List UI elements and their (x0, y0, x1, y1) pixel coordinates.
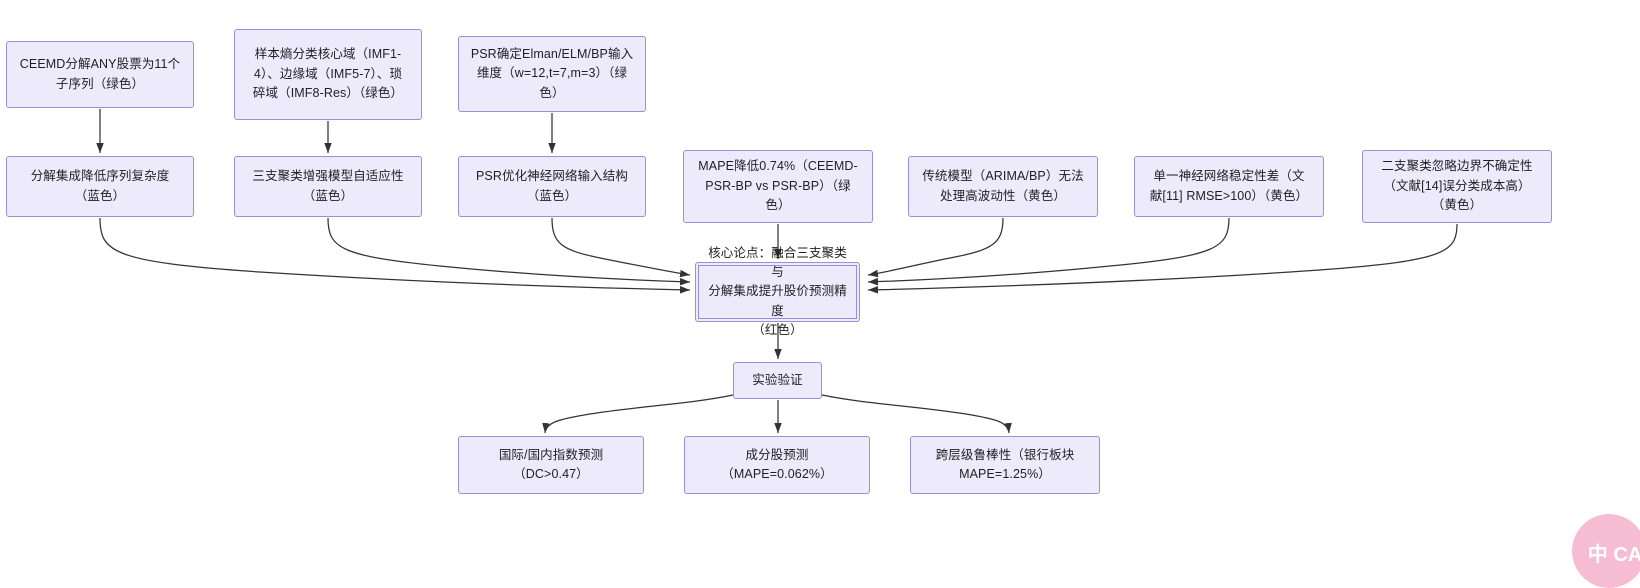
node-label: 三支聚类增强模型自适应性 （蓝色） (252, 169, 404, 203)
node-label: 分解集成降低序列复杂度 （蓝色） (30, 169, 170, 203)
node-label: 传统模型（ARIMA/BP）无法 处理高波动性（黄色） (922, 169, 1084, 203)
node-traditional-model-limitation[interactable]: 传统模型（ARIMA/BP）无法 处理高波动性（黄色） (908, 156, 1098, 217)
edge-n10-core (867, 223, 1458, 294)
node-label: 单一神经网络稳定性差（文 献[11] RMSE>100）（黄色） (1149, 169, 1309, 203)
edge-n4-core (99, 217, 691, 294)
edge-exp-o1 (542, 394, 734, 434)
watermark-text: 中 CA (1587, 544, 1640, 566)
edge-n8-core (867, 217, 1004, 278)
node-decomposition-reduces-complexity[interactable]: 分解集成降低序列复杂度 （蓝色） (6, 156, 194, 217)
node-label: 跨层级鲁棒性（银行板块 MAPE=1.25%） (935, 447, 1075, 481)
node-label: 核心论点：融合三支聚类与 分解集成提升股价预测精度 （红色） (708, 245, 847, 338)
watermark-badge: 中 CA (1572, 514, 1640, 588)
edge-n5-core (327, 217, 691, 286)
diagram-canvas: CEEMD分解ANY股票为11个 子序列（绿色） 样本熵分类核心域（IMF1- … (6, 29, 1640, 588)
node-mape-reduction-evidence[interactable]: MAPE降低0.74%（CEEMD- PSR-BP vs PSR-BP）（绿 色… (683, 150, 873, 223)
node-ceemd-decomposition[interactable]: CEEMD分解ANY股票为11个 子序列（绿色） (6, 41, 194, 108)
node-label: 样本熵分类核心域（IMF1- 4）、边缘域（IMF5-7）、琐 碎域（IMF8-… (252, 47, 404, 101)
node-sample-entropy-domains[interactable]: 样本熵分类核心域（IMF1- 4）、边缘域（IMF5-7）、琐 碎域（IMF8-… (234, 29, 422, 120)
edge-exp-o3 (821, 394, 1012, 434)
node-label: 成分股预测 （MAPE=0.062%） (721, 447, 833, 481)
node-label: 实验验证 (752, 372, 803, 387)
edge-n6-core (551, 217, 691, 278)
node-label: CEEMD分解ANY股票为11个 子序列（绿色） (19, 57, 181, 91)
node-label: 二支聚类忽略边界不确定性 （文献[14]误分类成本高） （黄色） (1381, 159, 1533, 213)
node-label: MAPE降低0.74%（CEEMD- PSR-BP vs PSR-BP）（绿 色… (698, 159, 858, 213)
node-core-thesis[interactable]: 核心论点：融合三支聚类与 分解集成提升股价预测精度 （红色） (695, 246, 860, 337)
node-single-network-instability[interactable]: 单一神经网络稳定性差（文 献[11] RMSE>100）（黄色） (1134, 156, 1324, 217)
node-constituent-stock-result[interactable]: 成分股预测 （MAPE=0.062%） (684, 436, 870, 494)
node-label: PSR确定Elman/ELM/BP输入 维度（w=12,t=7,m=3）（绿 色… (470, 46, 634, 100)
node-psr-optimizes-network-input[interactable]: PSR优化神经网络输入结构 （蓝色） (458, 156, 646, 217)
node-cross-level-robustness-result[interactable]: 跨层级鲁棒性（银行板块 MAPE=1.25%） (910, 436, 1100, 494)
node-experimental-validation[interactable]: 实验验证 (733, 362, 822, 399)
node-index-forecast-result[interactable]: 国际/国内指数预测 （DC>0.47） (458, 436, 644, 494)
node-psr-input-dimension[interactable]: PSR确定Elman/ELM/BP输入 维度（w=12,t=7,m=3）（绿 色… (458, 36, 646, 112)
node-two-way-clustering-limitation[interactable]: 二支聚类忽略边界不确定性 （文献[14]误分类成本高） （黄色） (1362, 150, 1552, 223)
node-label: PSR优化神经网络输入结构 （蓝色） (475, 169, 628, 203)
edge-n9-core (867, 217, 1230, 286)
node-label: 国际/国内指数预测 （DC>0.47） (498, 447, 604, 481)
node-three-way-clustering-adaptivity[interactable]: 三支聚类增强模型自适应性 （蓝色） (234, 156, 422, 217)
